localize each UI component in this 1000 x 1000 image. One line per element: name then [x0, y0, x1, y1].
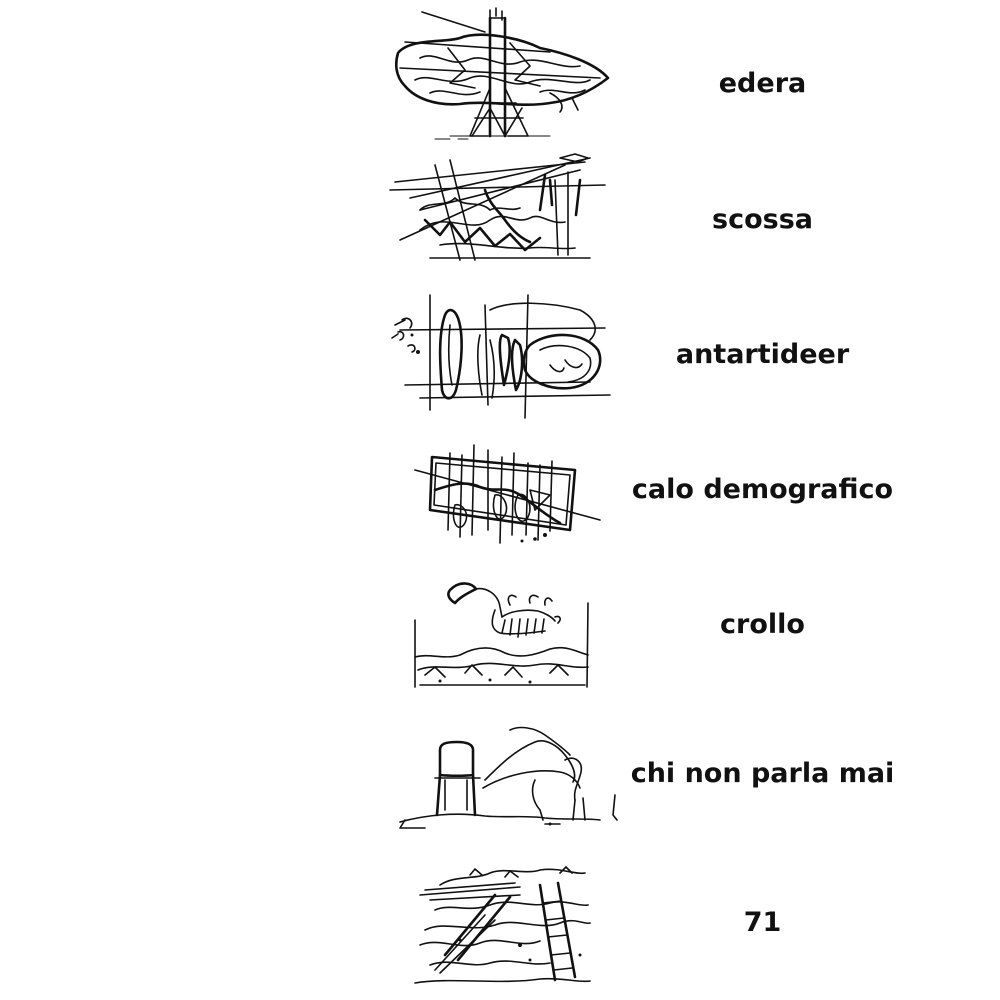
item-label: crollo [720, 609, 805, 640]
declining-graph-illustration [414, 444, 601, 544]
ladder-rubble-illustration [414, 866, 591, 984]
item-label: edera [718, 68, 807, 99]
penguins-and-seal-illustration [391, 294, 611, 419]
item-label: antartideer [675, 339, 850, 370]
item-label: chi non parla mai [630, 758, 895, 789]
item-label: scossa [712, 204, 813, 235]
falling-animal-illustration [414, 582, 589, 688]
shaken-landscape-illustration [389, 153, 606, 261]
item-label: calo demografico [631, 474, 894, 505]
tower-ivy-illustration [394, 7, 610, 140]
item-label: 71 [743, 907, 782, 938]
empty-chair-illustration [399, 726, 618, 829]
